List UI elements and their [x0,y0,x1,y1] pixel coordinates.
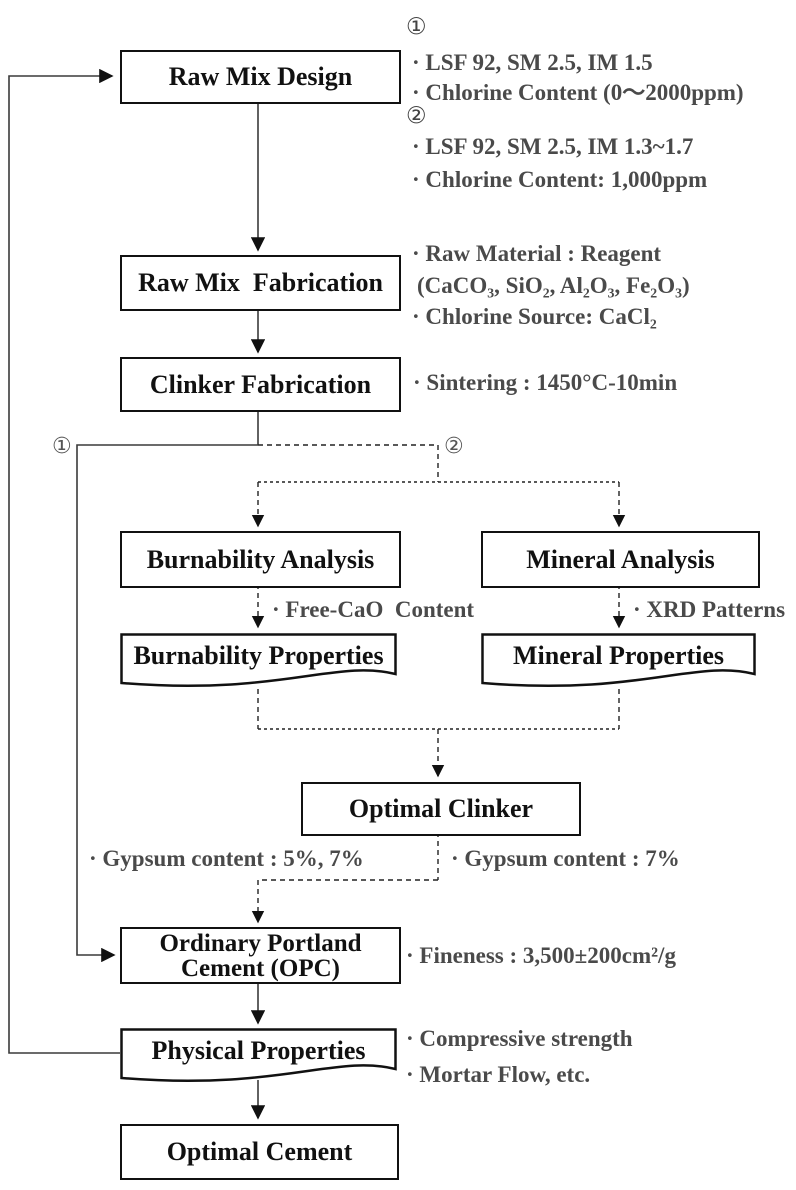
node-raw-mix-design: Raw Mix Design [120,50,401,104]
node-mineral-properties-label: Mineral Properties [512,641,725,670]
node-mineral-properties: Mineral Properties [481,633,756,691]
condition-1-marker: ① [406,14,427,40]
node-clinker-fabrication-label: Clinker Fabrication [149,369,372,399]
annotation-free-cao: · Free-CaO Content [272,597,475,622]
node-mineral-analysis: Mineral Analysis [481,531,760,588]
node-opc-label-line2: Cement (OPC) [181,954,340,982]
annotation-raw-material: · Raw Material : Reagent [412,241,662,266]
node-burnability-analysis: Burnability Analysis [120,531,401,588]
node-burnability-analysis-label: Burnability Analysis [146,544,375,574]
document-shape [120,633,397,688]
node-opc-label-line1: Ordinary Portland [159,929,362,957]
node-physical-properties-label: Physical Properties [151,1036,366,1065]
annotation-condition1-chlorine: · Chlorine Content (0～2000ppm) [412,80,744,105]
annotation-compressive-strength: · Compressive strength [406,1026,633,1051]
annotation-chlorine-source: · Chlorine Source: CaCl₂ [412,304,657,329]
node-optimal-clinker: Optimal Clinker [301,782,581,836]
condition-2-marker: ② [406,103,427,129]
node-optimal-cement: Optimal Cement [120,1124,399,1180]
node-mineral-analysis-label: Mineral Analysis [526,544,715,574]
annotation-reagent-formulas: (CaCO₃, SiO₂, Al₂O₃, Fe₂O₃) [417,273,690,298]
annotation-mortar-flow: · Mortar Flow, etc. [406,1062,591,1087]
annotation-condition2-lsf: · LSF 92, SM 2.5, IM 1.3~1.7 [412,134,694,159]
node-burnability-properties-label: Burnability Properties [133,641,384,670]
node-ordinary-portland-cement: Ordinary Portland Cement (OPC) [120,927,401,984]
node-burnability-properties: Burnability Properties [120,633,397,691]
annotation-xrd-patterns: · XRD Patterns [633,597,786,622]
annotation-fineness: · Fineness : 3,500±200cm²/g [406,943,676,968]
annotation-gypsum-left: · Gypsum content : 5%, 7% [89,846,364,871]
document-shape [481,633,756,688]
node-raw-mix-fabrication-label: Raw Mix Fabrication [138,268,383,297]
branch-2-marker: ② [444,434,464,459]
node-clinker-fabrication: Clinker Fabrication [120,357,401,412]
node-raw-mix-design-label: Raw Mix Design [168,62,353,91]
node-physical-properties: Physical Properties [120,1028,397,1086]
annotation-gypsum-right: · Gypsum content : 7% [451,846,680,871]
node-optimal-cement-label: Optimal Cement [166,1137,353,1166]
branch-1-marker: ① [52,434,72,459]
node-optimal-clinker-label: Optimal Clinker [348,794,534,823]
annotation-sintering: · Sintering : 1450°C-10min [413,370,678,395]
annotation-condition1-lsf: · LSF 92, SM 2.5, IM 1.5 [412,50,653,75]
document-shape [120,1028,397,1083]
annotation-condition2-chlorine: · Chlorine Content: 1,000ppm [412,167,708,192]
node-raw-mix-fabrication: Raw Mix Fabrication [120,255,401,311]
